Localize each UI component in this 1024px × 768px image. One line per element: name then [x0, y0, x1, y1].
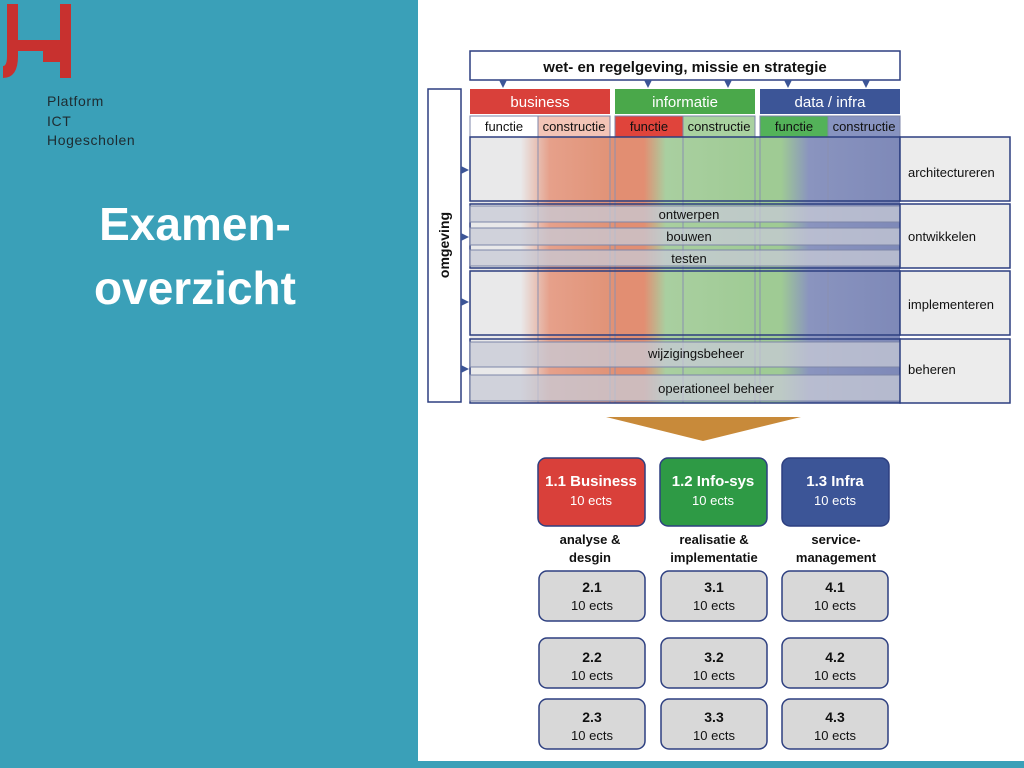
module-3-3-title: 3.3: [704, 709, 724, 725]
module-4-2: 4.2 10 ects: [781, 637, 889, 689]
module-1-3-infra: 1.3 Infra 10 ects: [781, 457, 890, 527]
module-2-1-ects: 10 ects: [571, 598, 613, 613]
row-label-ontwerpen: ontwerpen: [659, 207, 720, 222]
slide-title-line2: overzicht: [94, 262, 296, 314]
module-4-1: 4.1 10 ects: [781, 570, 889, 622]
strategy-banner-label: wet- en regelgeving, missie en strategie: [542, 59, 826, 76]
column-header-infra: [760, 89, 900, 114]
phase-ontwikkelen: ontwikkelen: [908, 229, 976, 244]
module-2-2: 2.2 10 ects: [538, 637, 646, 689]
module-2-3-ects: 10 ects: [571, 728, 613, 743]
module-1-2-ects: 10 ects: [692, 493, 734, 508]
module-1-2-title: 1.2 Info-sys: [672, 473, 755, 490]
curriculum-diagram: wet- en regelgeving, missie en strategie…: [427, 50, 1011, 750]
infra-sub-constructie-label: constructie: [833, 119, 896, 134]
module-4-3-ects: 10 ects: [814, 728, 856, 743]
slide-title: Examen- overzicht: [40, 192, 350, 320]
module-4-1-title: 4.1: [825, 579, 845, 595]
caption-1-3-line2: management: [796, 550, 877, 565]
business-sub-functie-label: functie: [485, 119, 523, 134]
strategy-banner: [469, 50, 901, 81]
module-2-2-ects: 10 ects: [571, 668, 613, 683]
module-2-1-title: 2.1: [582, 579, 602, 595]
module-1-2-info-sys: 1.2 Info-sys 10 ects: [659, 457, 768, 527]
module-3-1-ects: 10 ects: [693, 598, 735, 613]
module-1-3-title: 1.3 Infra: [806, 473, 864, 490]
module-3-3-ects: 10 ects: [693, 728, 735, 743]
module-4-2-title: 4.2: [825, 649, 845, 665]
module-1-1-business: 1.1 Business 10 ects: [537, 457, 646, 527]
module-2-2-title: 2.2: [582, 649, 602, 665]
module-3-3: 3.3 10 ects: [660, 698, 768, 750]
row-label-operationeel-beheer: operationeel beheer: [658, 381, 774, 396]
module-3-1: 3.1 10 ects: [660, 570, 768, 622]
logo-line-platform: Platform: [47, 93, 104, 109]
column-header-business: [470, 89, 610, 114]
phase-beheren: beheren: [908, 362, 956, 377]
omgeving-arrows: [461, 166, 469, 373]
caption-1-2-line2: implementatie: [670, 550, 757, 565]
phase-boxes: [899, 136, 1011, 404]
module-4-1-ects: 10 ects: [814, 598, 856, 613]
band-operationeel-beheer: [469, 374, 901, 402]
informatie-sub-constructie-label: constructie: [688, 119, 751, 134]
row-label-wijzigingsbeheer: wijzigingsbeheer: [647, 346, 745, 361]
logo-line-hogescholen: Hogescholen: [47, 132, 136, 148]
business-sub-constructie-label: constructie: [543, 119, 606, 134]
module-2-1: 2.1 10 ects: [538, 570, 646, 622]
module-3-1-title: 3.1: [704, 579, 724, 595]
column-header-business-label: business: [510, 94, 569, 111]
banner-arrows: [499, 80, 870, 88]
phase-implementeren: implementeren: [908, 297, 994, 312]
omgeving-label: omgeving: [436, 212, 452, 278]
activity-bands: [469, 205, 901, 402]
logo-line-ict: ICT: [47, 112, 72, 129]
infra-sub-functie-label: functie: [775, 119, 813, 134]
module-1-1-title: 1.1 Business: [545, 473, 637, 490]
logo-text: Platform ICT Hogescholen: [47, 92, 135, 151]
band-wijzigingsbeheer: [469, 341, 901, 368]
module-2-3: 2.3 10 ects: [538, 698, 646, 750]
module-1-1-ects: 10 ects: [570, 493, 612, 508]
module-1-3-ects: 10 ects: [814, 493, 856, 508]
sidebar-panel: Platform ICT Hogescholen Examen- overzic…: [0, 0, 418, 768]
module-3-2: 3.2 10 ects: [660, 637, 768, 689]
slide-title-line1: Examen-: [99, 198, 291, 250]
module-4-2-ects: 10 ects: [814, 668, 856, 683]
caption-1-3-line1: service-: [811, 532, 860, 547]
caption-1-2-line1: realisatie &: [679, 532, 748, 547]
module-4-3: 4.3 10 ects: [781, 698, 889, 750]
caption-1-1-line1: analyse &: [560, 532, 621, 547]
column-header-informatie: [615, 89, 755, 114]
module-2-3-title: 2.3: [582, 709, 602, 725]
platform-ict-logo: [3, 4, 71, 78]
row-label-testen: testen: [671, 251, 706, 266]
informatie-sub-functie-label: functie: [630, 119, 668, 134]
module-4-3-title: 4.3: [825, 709, 845, 725]
column-header-informatie-label: informatie: [652, 94, 718, 111]
module-3-2-title: 3.2: [704, 649, 724, 665]
down-arrow: [606, 417, 801, 441]
omgeving-box: [427, 88, 462, 403]
phase-architectureren: architectureren: [908, 165, 995, 180]
column-header-infra-label: data / infra: [795, 94, 867, 111]
row-label-bouwen: bouwen: [666, 229, 712, 244]
caption-1-1-line2: desgin: [569, 550, 611, 565]
module-3-2-ects: 10 ects: [693, 668, 735, 683]
bottom-accent-line: [418, 761, 1024, 768]
